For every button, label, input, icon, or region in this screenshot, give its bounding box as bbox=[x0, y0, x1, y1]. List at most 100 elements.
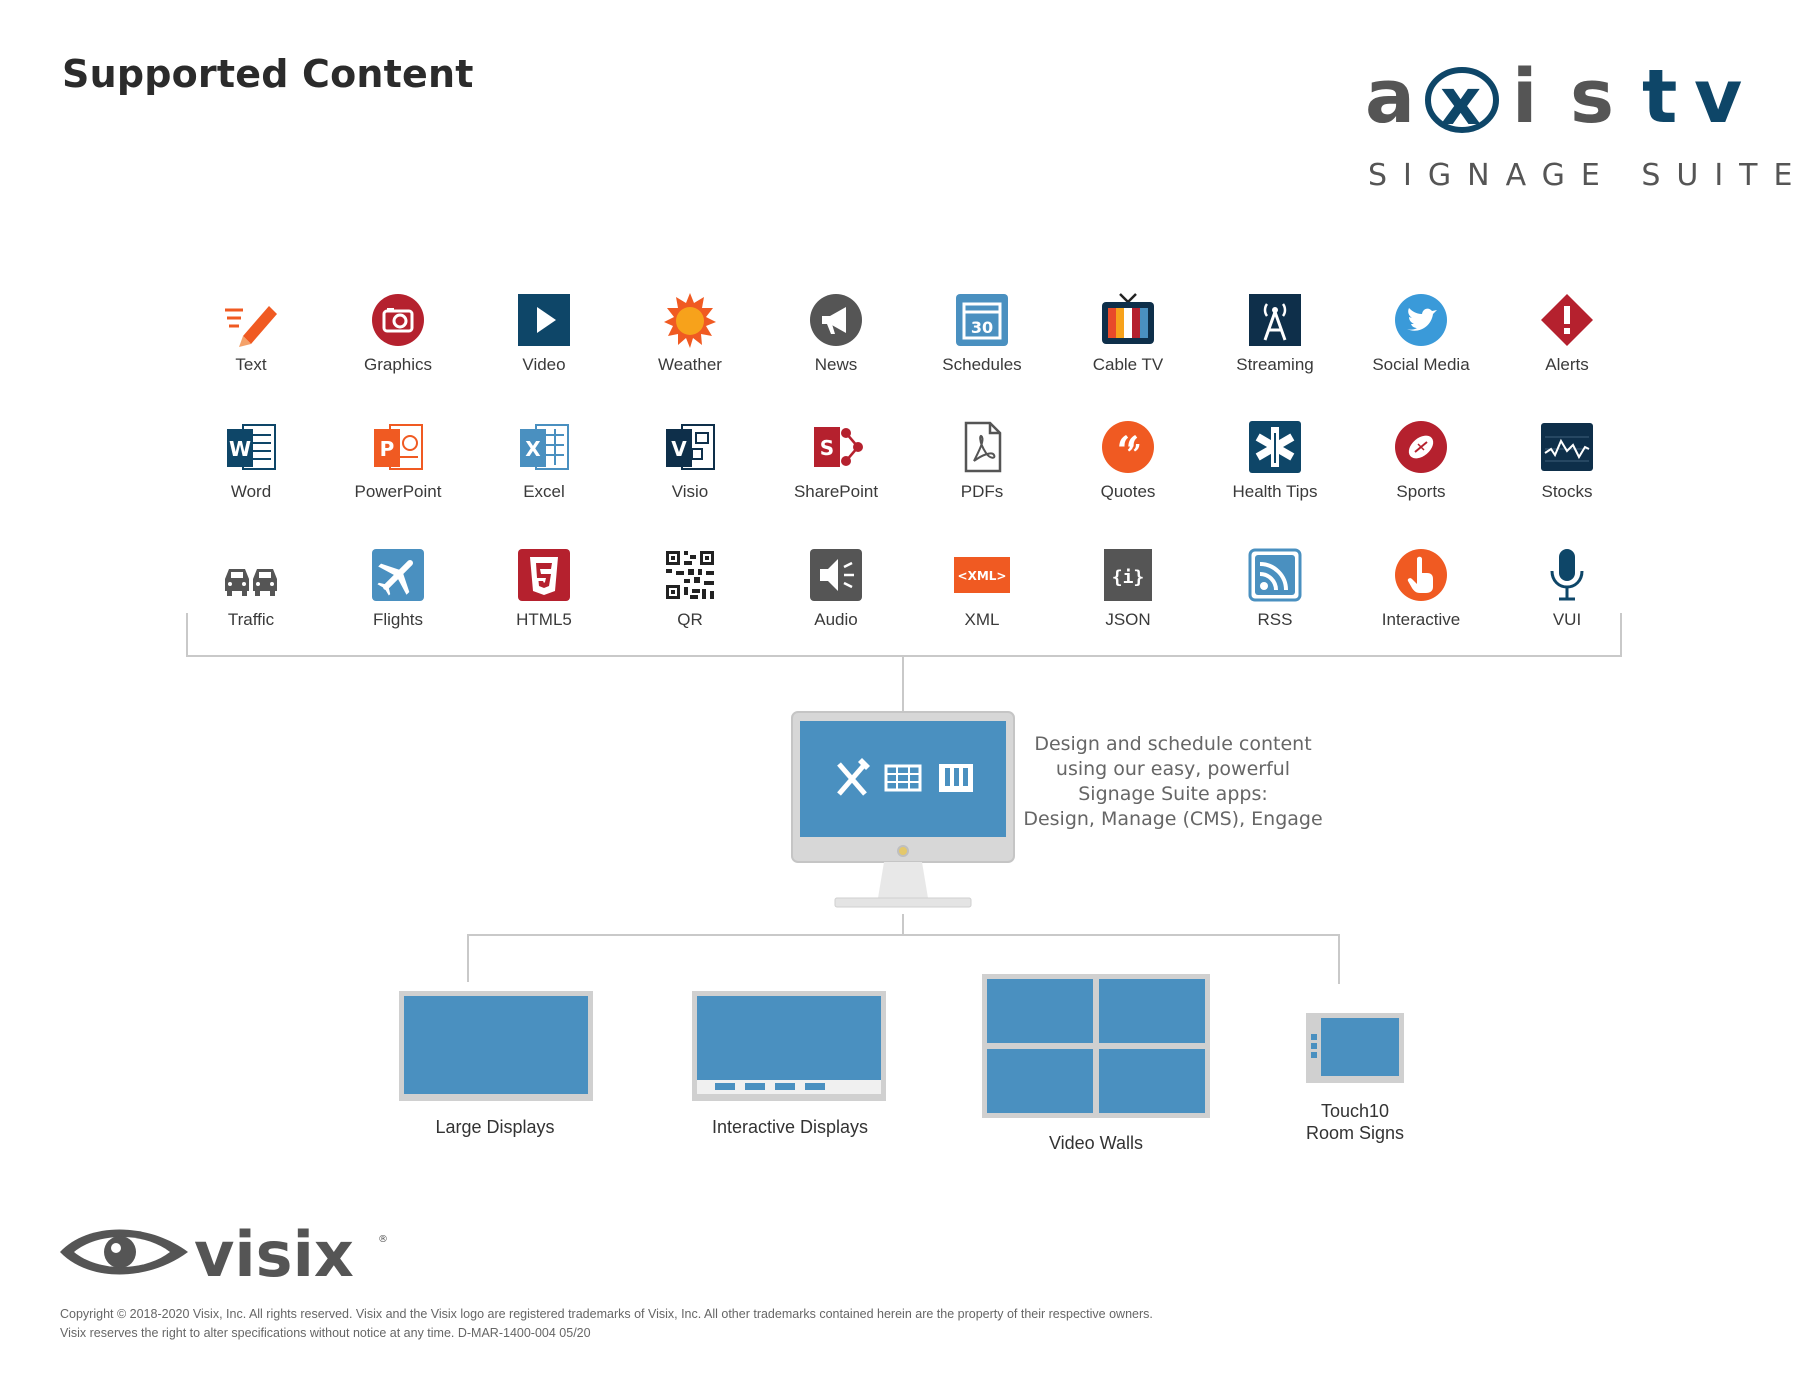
brand-subtitle: SIGNAGE SUITE bbox=[1368, 158, 1800, 193]
content-sports: Sports bbox=[1348, 419, 1494, 502]
connector-to-devices bbox=[902, 914, 904, 936]
content-vui: VUI bbox=[1494, 547, 1640, 630]
content-word: W Word bbox=[178, 419, 324, 502]
content-news: News bbox=[763, 292, 909, 375]
content-label: Cable TV bbox=[1092, 355, 1164, 374]
content-label: PowerPoint bbox=[354, 482, 442, 501]
svg-text:®: ® bbox=[378, 1234, 388, 1245]
content-label: Text bbox=[235, 355, 267, 374]
content-weather: Weather bbox=[617, 292, 763, 375]
content-label: Quotes bbox=[1100, 482, 1156, 501]
content-label: JSON bbox=[1105, 610, 1151, 629]
alert-diamond-icon bbox=[1541, 294, 1593, 346]
bracket-right bbox=[1620, 613, 1622, 657]
axistv-wordmark-art: a x i s t v bbox=[1365, 54, 1742, 140]
content-html5: HTML5 bbox=[471, 547, 617, 630]
content-label: Streaming bbox=[1236, 355, 1314, 374]
content-stocks: Stocks bbox=[1494, 419, 1640, 502]
description-line: using our easy, powerful bbox=[1055, 758, 1291, 780]
content-video: Video bbox=[471, 292, 617, 375]
svg-text:v: v bbox=[1694, 54, 1742, 140]
content-label: Sports bbox=[1396, 482, 1446, 501]
content-rss: RSS bbox=[1202, 547, 1348, 630]
devices-bus bbox=[467, 934, 1340, 936]
content-label: PDFs bbox=[960, 482, 1004, 501]
svg-text:V: V bbox=[671, 437, 687, 461]
rss-icon bbox=[1248, 548, 1302, 602]
device-label-video-walls: Video Walls bbox=[1048, 1133, 1144, 1153]
tv-icon bbox=[1102, 293, 1154, 344]
content-quotes: “ ” Quotes bbox=[1055, 419, 1201, 502]
room-sign-graphic bbox=[1306, 1013, 1404, 1083]
content-sharepoint: S SharePoint bbox=[763, 419, 909, 502]
content-label: Word bbox=[230, 482, 272, 501]
content-label: Social Media bbox=[1372, 355, 1470, 374]
content-label: Video bbox=[522, 355, 566, 374]
json-badge-icon: {i} bbox=[1104, 549, 1152, 601]
content-schedules: 30 Schedules bbox=[909, 292, 1055, 375]
medical-star-icon bbox=[1249, 421, 1301, 473]
description-line: Design and schedule content bbox=[1034, 733, 1312, 755]
content-json: {i} JSON bbox=[1055, 547, 1201, 630]
xml-badge-text: <XML> bbox=[958, 569, 1007, 583]
content-label: Visio bbox=[671, 482, 709, 501]
content-label: Stocks bbox=[1541, 482, 1593, 501]
content-label: Traffic bbox=[227, 610, 275, 629]
svg-text:“: “ bbox=[1116, 428, 1139, 475]
content-text: Text bbox=[178, 292, 324, 375]
description-line: Signage Suite apps: bbox=[1078, 783, 1268, 805]
content-label: VUI bbox=[1552, 610, 1582, 629]
content-powerpoint: P PowerPoint bbox=[325, 419, 471, 502]
room-sign-label-line2: Room Signs bbox=[1305, 1123, 1405, 1143]
antenna-icon bbox=[1249, 294, 1301, 346]
engage-app-icon bbox=[939, 764, 973, 792]
calendar-day: 30 bbox=[971, 318, 993, 337]
content-health-tips: Health Tips bbox=[1202, 419, 1348, 502]
content-label: RSS bbox=[1257, 610, 1293, 629]
svg-text:s: s bbox=[1570, 54, 1614, 140]
pencil-icon bbox=[225, 306, 277, 347]
description-line: Design, Manage (CMS), Engage bbox=[1023, 808, 1323, 830]
content-excel: X Excel bbox=[471, 419, 617, 502]
svg-text:X: X bbox=[525, 437, 541, 461]
content-traffic: Traffic bbox=[178, 547, 324, 630]
workstation-monitor bbox=[788, 708, 1018, 914]
xml-badge-icon: <XML> bbox=[954, 557, 1010, 593]
sun-icon bbox=[664, 293, 716, 348]
content-label: Interactive bbox=[1381, 610, 1461, 629]
touch-hand-icon bbox=[1395, 549, 1447, 601]
monitor-graphic bbox=[791, 711, 1015, 908]
content-flights: Flights bbox=[325, 547, 471, 630]
bracket-bottom bbox=[186, 655, 1622, 657]
axistv-logo: a x i s t v SIGNAGE SUITE bbox=[1360, 40, 1792, 200]
powerpoint-icon: P bbox=[374, 424, 423, 470]
twitter-bird-icon bbox=[1395, 294, 1447, 346]
svg-text:W: W bbox=[229, 437, 251, 461]
svg-text:a: a bbox=[1365, 54, 1415, 140]
design-app-icon bbox=[837, 758, 870, 796]
camera-icon bbox=[372, 294, 424, 346]
manage-app-icon bbox=[884, 764, 922, 792]
content-social-media: Social Media bbox=[1348, 292, 1494, 375]
content-cable-tv: Cable TV bbox=[1055, 292, 1201, 375]
content-label: HTML5 bbox=[516, 610, 572, 629]
content-graphics: Graphics bbox=[325, 292, 471, 375]
drop-large-display bbox=[467, 934, 469, 982]
device-label-large-displays: Large Displays bbox=[435, 1117, 555, 1137]
megaphone-icon bbox=[810, 294, 862, 346]
drop-room-sign bbox=[1338, 934, 1340, 984]
suite-description: Design and schedule content using our ea… bbox=[1008, 732, 1338, 832]
copyright-line-2: Visix reserves the right to alter specif… bbox=[60, 1326, 591, 1340]
svg-text:P: P bbox=[380, 437, 395, 461]
bracket-left bbox=[186, 613, 188, 657]
content-alerts: Alerts bbox=[1494, 292, 1640, 375]
content-label: Weather bbox=[658, 355, 722, 374]
device-label-room-signs: Touch10 Room Signs bbox=[1280, 1100, 1430, 1144]
speaker-icon bbox=[810, 549, 862, 601]
video-wall-graphic bbox=[982, 974, 1210, 1118]
content-label: Audio bbox=[814, 610, 858, 629]
content-label: Excel bbox=[523, 482, 565, 501]
microphone-icon bbox=[1550, 549, 1584, 601]
json-badge-text: {i} bbox=[1112, 567, 1145, 588]
svg-text:x: x bbox=[1440, 66, 1481, 140]
